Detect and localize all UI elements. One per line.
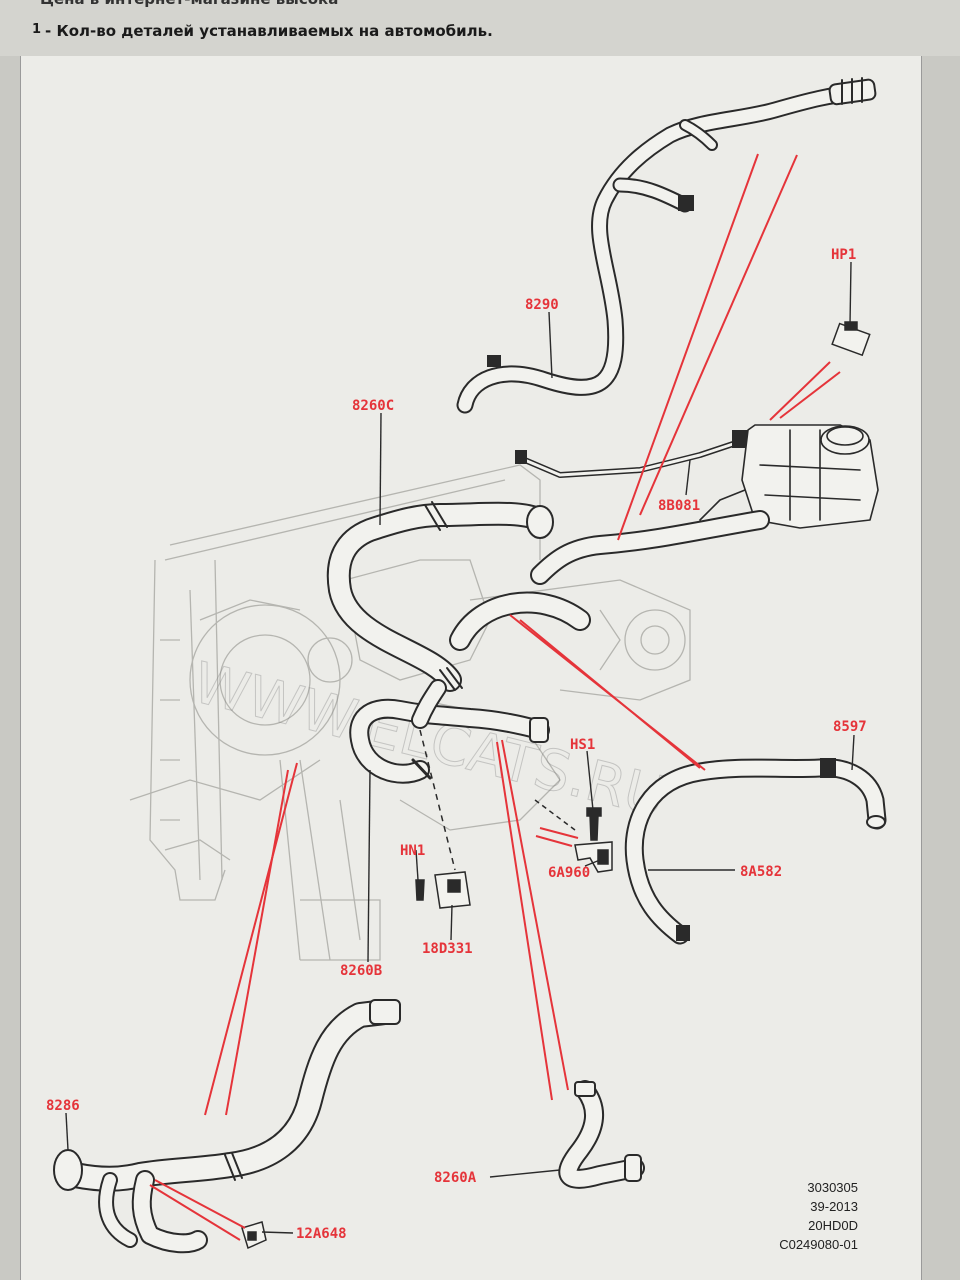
part-12A648	[241, 1221, 267, 1250]
part-HP1	[831, 321, 871, 357]
code-date: 39-2013	[810, 1199, 858, 1214]
label-6A960: 6A960	[548, 865, 590, 881]
label-8260A: 8260A	[434, 1170, 477, 1186]
legend-number: 1	[32, 22, 42, 37]
label-HN1: HN1	[400, 843, 425, 859]
label-8597: 8597	[833, 719, 867, 735]
diagram-sheet	[20, 56, 922, 1280]
label-8286: 8286	[46, 1098, 80, 1114]
hose-8260B	[349, 679, 550, 784]
code-illustration: 3030305	[807, 1180, 858, 1195]
header-legend: 1- Кол-во деталей устанавливаемых на авт…	[32, 22, 493, 40]
hose-8260C	[326, 501, 554, 692]
hoses	[53, 77, 887, 1254]
hose-tank-return	[530, 510, 770, 585]
label-8290: 8290	[525, 297, 559, 313]
code-variant: 20HD0D	[808, 1218, 858, 1233]
red-annotations	[149, 153, 841, 1241]
label-leaders	[65, 261, 855, 1234]
label-HP1: HP1	[831, 247, 856, 263]
part-6A960	[574, 841, 613, 873]
engine-background	[129, 464, 691, 961]
wire-8B081	[515, 430, 750, 478]
expansion-tank	[699, 424, 879, 529]
label-HS1: HS1	[570, 737, 595, 753]
label-18D331: 18D331	[422, 941, 473, 957]
label-8B081: 8B081	[658, 498, 700, 514]
hose-8260A	[558, 1080, 645, 1189]
header-cut-text: Цена в интернет-магазине высока	[40, 0, 338, 8]
code-reference: C0249080-01	[779, 1237, 858, 1252]
small-parts	[241, 321, 871, 1250]
hose-8A582	[624, 758, 887, 945]
label-12A648: 12A648	[296, 1226, 347, 1242]
hose-center	[449, 591, 591, 651]
label-8A582: 8A582	[740, 864, 782, 880]
legend-text: - Кол-во деталей устанавливаемых на авто…	[45, 22, 493, 40]
label-8260B: 8260B	[340, 963, 382, 979]
watermark-text: WWW.ELCATS.RU	[187, 651, 673, 831]
part-HN1	[415, 879, 425, 901]
hose-8290	[456, 77, 877, 414]
part-HS1	[586, 807, 602, 841]
diagram-codes: 3030305 39-2013 20HD0D C0249080-01	[760, 1178, 858, 1254]
hose-8286	[53, 999, 401, 1254]
part-18D331	[434, 871, 471, 909]
catalog-header: Цена в интернет-магазине высока 1- Кол-в…	[0, 0, 960, 56]
label-8260C: 8260C	[352, 398, 394, 414]
part-labels: 8290 HP1 8260C 8B081 8597 HS1 6A960 8A58…	[46, 247, 867, 1242]
